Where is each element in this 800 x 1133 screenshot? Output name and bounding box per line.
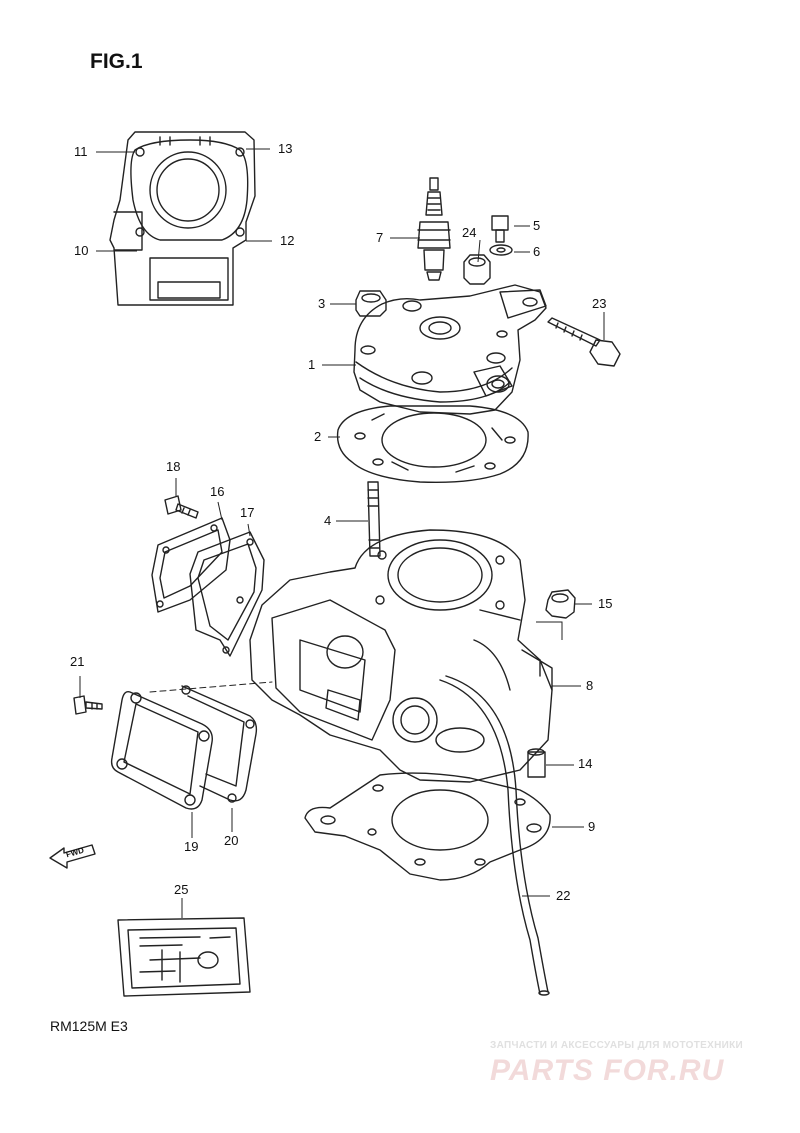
callout-1: 1 bbox=[308, 357, 316, 372]
callout-5: 5 bbox=[533, 218, 541, 233]
callout-24: 24 bbox=[462, 225, 477, 240]
callout-6: 6 bbox=[533, 244, 541, 259]
cylinder-inset-drawing bbox=[110, 132, 255, 305]
callout-13: 13 bbox=[278, 141, 293, 156]
callout-22: 22 bbox=[556, 888, 571, 903]
callout-4: 4 bbox=[324, 513, 332, 528]
leader-lines bbox=[80, 149, 604, 918]
callout-14: 14 bbox=[578, 756, 593, 771]
head-bolt-drawing bbox=[548, 318, 620, 366]
callout-3: 3 bbox=[318, 296, 326, 311]
cover-screw-drawing bbox=[74, 696, 102, 714]
callout-16: 16 bbox=[210, 484, 225, 499]
callout-21: 21 bbox=[70, 654, 85, 669]
callout-19: 19 bbox=[184, 839, 199, 854]
label-plate-drawing bbox=[118, 918, 250, 996]
callout-23: 23 bbox=[592, 296, 607, 311]
callout-10: 10 bbox=[74, 243, 89, 258]
bolt-washer-nut-drawing bbox=[464, 216, 512, 284]
breather-hose-drawing bbox=[440, 676, 549, 995]
fwd-arrow-icon bbox=[50, 845, 95, 868]
callout-2: 2 bbox=[314, 429, 322, 444]
exhaust-cover-and-gasket-drawing bbox=[112, 686, 257, 809]
cylinder-stud-drawing bbox=[368, 482, 380, 556]
cylinder-block-drawing bbox=[250, 530, 552, 782]
callout-20: 20 bbox=[224, 833, 239, 848]
figure-title: FIG.1 bbox=[90, 50, 143, 73]
callout-7: 7 bbox=[376, 230, 384, 245]
callout-17: 17 bbox=[240, 505, 255, 520]
callout-9: 9 bbox=[588, 819, 596, 834]
spark-plug-drawing bbox=[418, 178, 450, 280]
model-code: RM125M E3 bbox=[50, 1018, 128, 1034]
cylinder-nut-drawing bbox=[546, 590, 575, 618]
callout-25: 25 bbox=[174, 882, 189, 897]
dowel-pin-drawing bbox=[528, 749, 545, 777]
head-gasket-drawing bbox=[338, 406, 529, 482]
watermark-caption: ЗАПЧАСТИ И АКСЕССУАРЫ ДЛЯ МОТОТЕХНИКИ bbox=[490, 1040, 743, 1051]
watermark-logo: PARTS FOR.RU bbox=[490, 1054, 725, 1087]
callout-8: 8 bbox=[586, 678, 594, 693]
callout-18: 18 bbox=[166, 459, 181, 474]
exhaust-gaskets-drawing bbox=[152, 518, 264, 656]
alignment-line bbox=[150, 682, 272, 692]
exhaust-screw-drawing bbox=[165, 496, 198, 518]
callout-15: 15 bbox=[598, 596, 613, 611]
callout-12: 12 bbox=[280, 233, 295, 248]
cylinder-head-drawing bbox=[354, 285, 546, 414]
callout-11: 11 bbox=[74, 144, 88, 159]
head-nut-drawing bbox=[356, 291, 386, 316]
base-gasket-drawing bbox=[305, 773, 550, 880]
